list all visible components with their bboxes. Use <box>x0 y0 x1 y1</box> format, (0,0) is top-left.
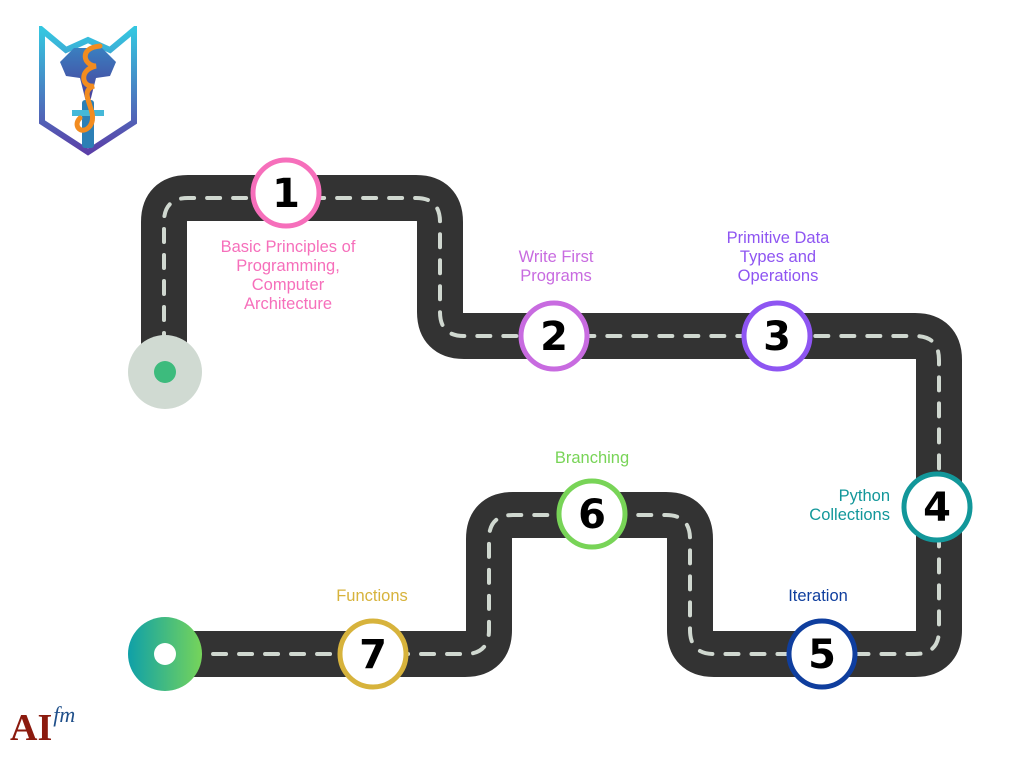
milestone-4-circle <box>901 471 973 543</box>
end-marker <box>128 617 202 691</box>
milestone-4-number: 4 <box>923 485 951 531</box>
milestone-5-label: Iteration <box>788 587 848 605</box>
milestone-1-label: Basic Principles of Programming, Compute… <box>220 238 356 313</box>
milestone-2-number: 2 <box>540 314 568 360</box>
milestone-6-circle <box>556 478 628 550</box>
milestone-6-label: Branching <box>554 449 630 467</box>
milestone-3: 3 <box>741 300 813 372</box>
shield-crest-logo-icon <box>39 26 137 156</box>
milestone-3-label: Primitive Data Types and Operations <box>726 229 830 285</box>
milestone-2-circle <box>518 300 590 372</box>
milestone-5: 5 <box>786 618 858 690</box>
milestone-7-label: Functions <box>336 587 408 605</box>
road-center-dashes <box>162 196 941 656</box>
aifm-logo-main: AI <box>10 707 53 749</box>
milestone-3-circle <box>741 300 813 372</box>
milestone-7-number: 7 <box>359 632 387 678</box>
milestone-5-number: 5 <box>808 632 836 678</box>
start-marker <box>128 335 202 409</box>
milestone-1-number: 1 <box>272 171 300 217</box>
milestone-7-circle <box>337 618 409 690</box>
milestone-5-circle <box>786 618 858 690</box>
milestone-7: 7 <box>337 618 409 690</box>
milestone-6: 6 <box>556 478 628 550</box>
milestone-3-number: 3 <box>763 314 791 360</box>
milestone-1: 1 <box>250 157 322 229</box>
aifm-footer-logo: AIfm <box>10 702 75 750</box>
milestone-2: 2 <box>518 300 590 372</box>
aifm-logo-superscript: fm <box>53 702 76 727</box>
milestone-6-number: 6 <box>578 492 606 538</box>
milestone-4: 4 <box>901 471 973 543</box>
milestone-2-label: Write First Programs <box>518 248 594 285</box>
milestone-1-circle <box>250 157 322 229</box>
milestone-4-label: Python Collections <box>809 487 890 524</box>
